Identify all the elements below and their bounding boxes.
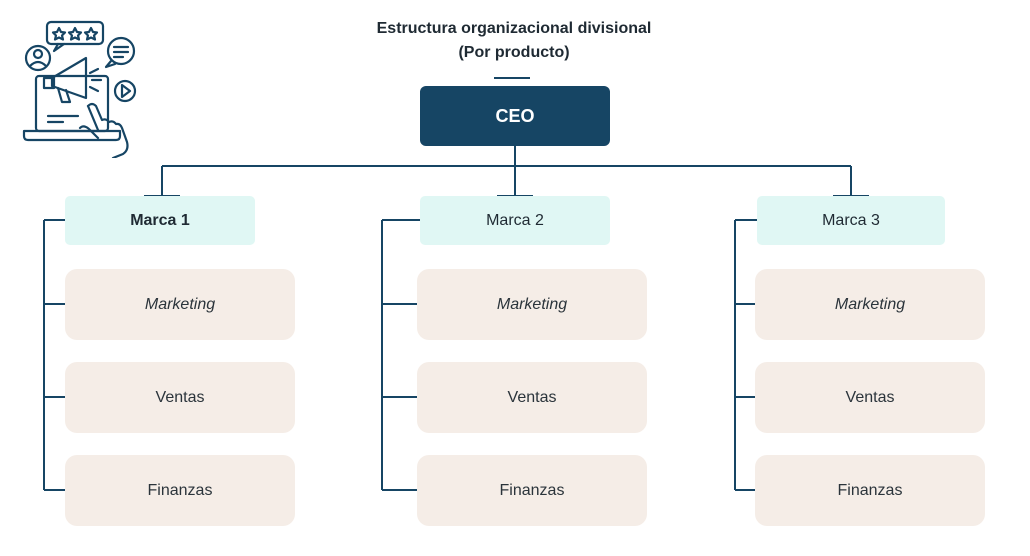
brand-node-2: Marca 2	[420, 196, 610, 245]
chart-subtitle: (Por producto)	[458, 44, 570, 61]
department-node-finanzas-2: Finanzas	[417, 455, 647, 526]
department-node-marketing-2: Marketing	[417, 269, 647, 340]
department-node-ventas-2: Ventas	[417, 362, 647, 433]
chart-title: Estructura organizacional divisional	[376, 20, 652, 37]
brand-node-3: Marca 3	[757, 196, 945, 245]
ceo-node: CEO	[420, 86, 610, 146]
brand-node-1: Marca 1	[65, 196, 255, 245]
digital-marketing-icon	[22, 20, 137, 158]
department-node-ventas-3: Ventas	[755, 362, 985, 433]
department-node-finanzas-3: Finanzas	[755, 455, 985, 526]
department-node-finanzas-1: Finanzas	[65, 455, 295, 526]
department-node-marketing-1: Marketing	[65, 269, 295, 340]
department-node-marketing-3: Marketing	[755, 269, 985, 340]
department-node-ventas-1: Ventas	[65, 362, 295, 433]
